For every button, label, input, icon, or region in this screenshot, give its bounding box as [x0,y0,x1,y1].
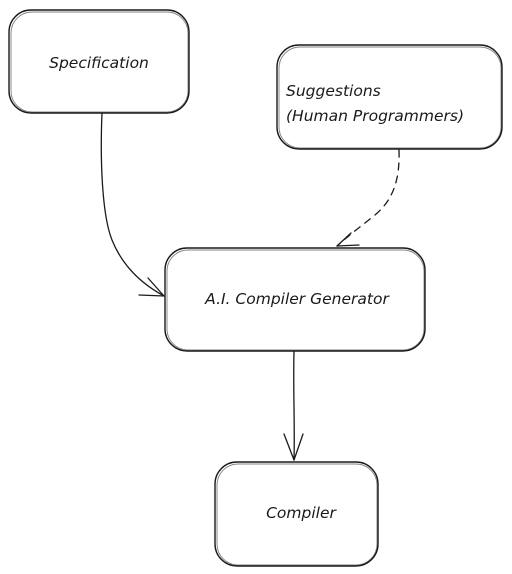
edge-suggestions-to-generator [336,149,400,247]
arrowhead-icon [138,277,165,297]
arrowhead-icon [283,433,304,461]
node-generator: A.I. Compiler Generator [164,247,426,352]
node-label-specification: Specification [49,54,149,72]
node-compiler: Compiler [214,461,379,567]
edge-line [293,350,295,461]
node-label-generator: A.I. Compiler Generator [204,290,390,308]
node-label-compiler: Compiler [266,504,337,522]
edge-line [100,112,165,297]
node-specification: Specification [8,9,190,114]
edge-generator-to-compiler [283,350,304,461]
edge-line-dashed [336,149,400,247]
edge-specification-to-generator [100,112,165,297]
arrowhead-icon [336,232,360,247]
node-label-suggestions-line1: Suggestions [286,82,381,100]
node-suggestions: Suggestions (Human Programmers) [276,44,503,150]
node-label-suggestions-line2: (Human Programmers) [286,107,464,125]
